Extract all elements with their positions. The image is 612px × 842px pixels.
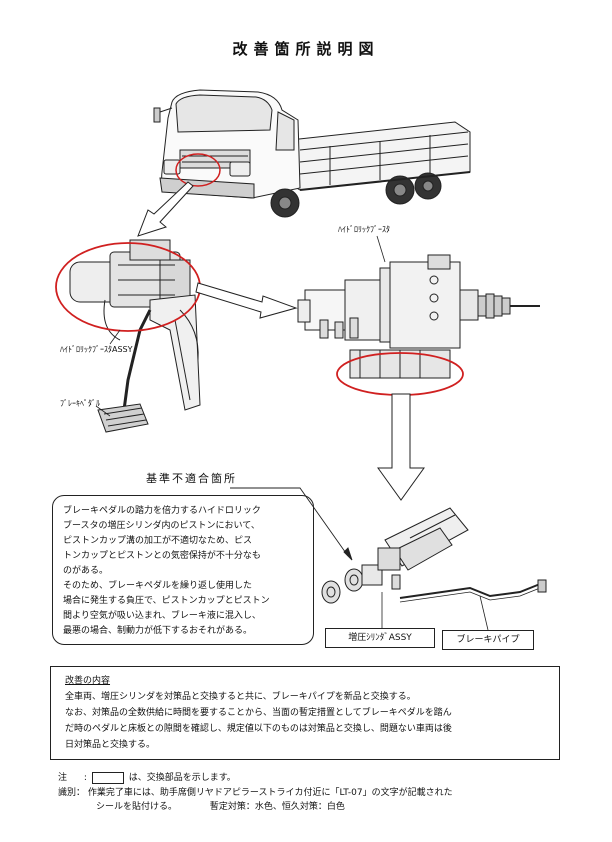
booster-assembly-illustration <box>69 239 201 433</box>
defect-line: そのため、ブレーキペダルを繰り返し使用した <box>63 581 253 591</box>
note-row: 注 : は、交換部品を示します。 <box>58 771 236 784</box>
defect-leader-line <box>230 487 353 561</box>
defect-line: ブースタの増圧シリンダ内のピストンにおいて、 <box>63 521 260 531</box>
defect-line: のがある。 <box>63 566 109 576</box>
arrow-truck-to-booster <box>137 181 194 237</box>
improvement-line: だ時のペダルと床板との隙間を確認し、規定値以下のものは対策品と交換し、問題ない車… <box>65 724 452 734</box>
callout-brake-pedal: ﾌﾞﾚｰｷﾍﾟﾀﾞﾙ <box>60 399 100 408</box>
arrow-assembly-to-detail <box>195 282 298 319</box>
identification-text-2: シールを貼付ける。 <box>96 802 178 812</box>
defect-line: 間より空気が吸い込まれ、ブレーキ液に混入し、 <box>63 611 261 621</box>
defect-description-box: ブレーキペダルの踏力を倍力するハイドロリック ブースタの増圧シリンダ内のピストン… <box>52 495 314 645</box>
identification-row: 識別： 作業完了車には、助手席側リヤドアピラーストライカ付近に「LT-07」の文… <box>58 786 453 800</box>
improvement-title: 改善の内容 <box>65 676 111 686</box>
arrow-down-to-cylinder <box>377 393 425 501</box>
defect-line: 場合に発生する負圧で、ピストンカップとピストン <box>63 596 270 606</box>
highlight-circle-truck <box>175 153 221 187</box>
part-leader-lines <box>381 592 489 631</box>
defect-line: 最悪の場合、制動力が低下するおそれがある。 <box>63 626 253 636</box>
note-text: は、交換部品を示します。 <box>128 773 236 783</box>
booster-detail-illustration <box>297 254 540 379</box>
page-title: 改善箇所説明図 <box>232 40 380 58</box>
cylinder-assy-label: 増圧ｼﾘﾝﾀﾞASSY <box>325 628 435 648</box>
identification-text: 作業完了車には、助手席側リヤドアピラーストライカ付近に「LT-07」の文字が記載… <box>87 788 453 798</box>
improvement-line: 日対策品と交換する。 <box>65 740 156 750</box>
improvement-line: 全車両、増圧シリンダを対策品と交換すると共に、ブレーキパイプを新品と交換する。 <box>65 692 416 702</box>
defect-line: トンカップとピストンとの気密保持が不十分なも <box>63 551 261 561</box>
cylinder-exploded-illustration <box>321 507 547 604</box>
defect-line: ピストンカップ溝の加工が不適切なため、ピス <box>63 536 253 546</box>
defect-line: ブレーキペダルの踏力を倍力するハイドロリック <box>63 506 261 516</box>
defect-heading: 基準不適合箇所 <box>146 472 237 485</box>
identification-row-2: シールを貼付ける。 暫定対策：水色、恒久対策：白色 <box>96 800 345 814</box>
identification-label: 識別： <box>58 788 86 798</box>
leader-lines <box>95 235 386 417</box>
replacement-part-marker <box>91 771 124 784</box>
improvement-box: 改善の内容 全車両、増圧シリンダを対策品と交換すると共に、ブレーキパイプを新品と… <box>50 666 560 760</box>
callout-booster-assy: ﾊｲﾄﾞﾛﾘｯｸﾌﾞｰｽﾀASSY <box>60 345 133 354</box>
improvement-line: なお、対策品の全数供給に時間を要することから、当面の暫定措置としてブレーキペダル… <box>65 708 452 718</box>
brake-pipe-label: ブレーキパイプ <box>442 630 534 650</box>
callout-booster-top: ﾊｲﾄﾞﾛﾘｯｸﾌﾞｰｽﾀ <box>338 225 390 234</box>
note-label: 注 <box>58 773 68 783</box>
identification-colors: 暫定対策：水色、恒久対策：白色 <box>209 802 345 812</box>
